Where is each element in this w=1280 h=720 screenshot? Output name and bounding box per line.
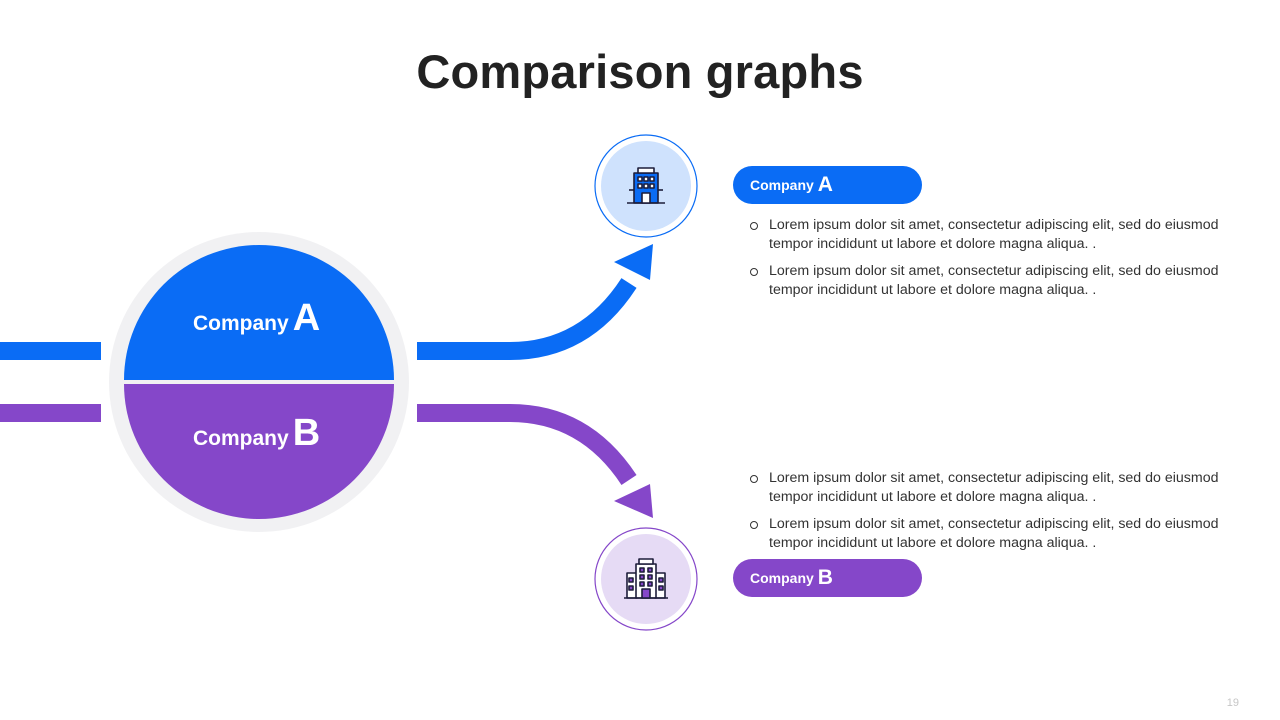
page-title: Comparison graphs	[416, 45, 864, 98]
company-a-pill-word: Company	[750, 177, 814, 193]
company-a-bullet-list: Lorem ipsum dolor sit amet, consectetur …	[750, 216, 1220, 308]
bullet-circle-icon	[750, 268, 758, 276]
company-a-arrow-curve	[417, 278, 637, 360]
bullet-text: Lorem ipsum dolor sit amet, consectetur …	[769, 217, 1219, 252]
list-item: Lorem ipsum dolor sit amet, consectetur …	[750, 515, 1220, 553]
company-b-half	[124, 384, 394, 519]
bullet-text: Lorem ipsum dolor sit amet, consectetur …	[769, 516, 1219, 551]
center-label-a-word: Company	[193, 312, 289, 335]
company-a-half	[124, 245, 394, 380]
bullet-circle-icon	[750, 475, 758, 483]
page-number: 19	[1226, 697, 1239, 709]
office-building-icon	[624, 558, 668, 599]
company-a-arrowhead	[614, 244, 653, 280]
company-a-incoming-bar	[0, 342, 101, 360]
bullet-text: Lorem ipsum dolor sit amet, consectetur …	[769, 470, 1219, 505]
bullet-circle-icon	[750, 521, 758, 529]
center-label-a-letter: A	[292, 297, 321, 339]
company-a-pill-letter: A	[817, 173, 833, 196]
center-label-b-word: Company	[193, 427, 289, 450]
list-item: Lorem ipsum dolor sit amet, consectetur …	[750, 216, 1220, 254]
center-label-b-letter: B	[292, 412, 321, 454]
company-b-pill-word: Company	[750, 570, 814, 586]
bullet-text: Lorem ipsum dolor sit amet, consectetur …	[769, 263, 1219, 298]
company-b-bullet-list: Lorem ipsum dolor sit amet, consectetur …	[750, 469, 1220, 561]
bullet-circle-icon	[750, 222, 758, 230]
list-item: Lorem ipsum dolor sit amet, consectetur …	[750, 262, 1220, 300]
list-item: Lorem ipsum dolor sit amet, consectetur …	[750, 469, 1220, 507]
company-b-arrowhead	[614, 484, 653, 518]
company-b-pill-letter: B	[817, 566, 833, 589]
building-icon	[627, 167, 665, 204]
company-b-incoming-bar	[0, 404, 101, 422]
company-b-arrow-curve	[417, 404, 637, 486]
